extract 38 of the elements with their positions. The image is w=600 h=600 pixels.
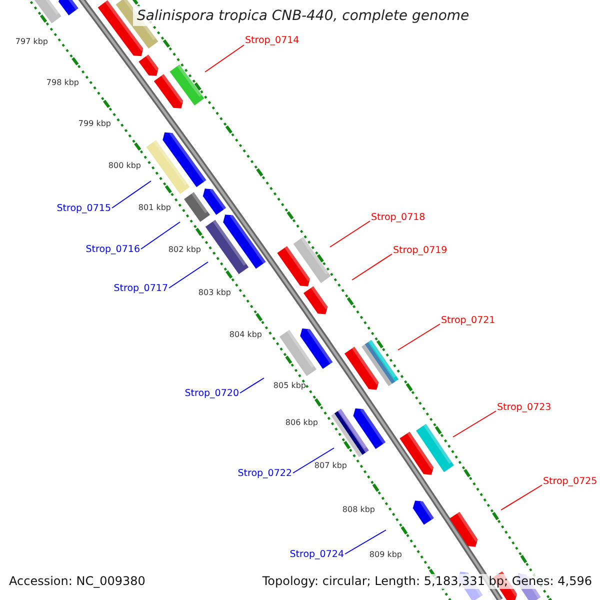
gene-label: Strop_0716: [86, 244, 140, 256]
tick-label: 804 kbp: [229, 330, 262, 340]
gene-label: Strop_0724: [290, 549, 344, 561]
accession-text: Accession: NC_009380: [9, 574, 146, 589]
tick-label: 802 kbp: [168, 245, 201, 255]
leader-line: [204, 44, 244, 72]
gene-label: Strop_0725: [543, 476, 598, 488]
tick-label: 797 kbp: [15, 37, 48, 47]
tick-label: 801 kbp: [138, 203, 171, 213]
tick-label: 800 kbp: [108, 161, 141, 171]
leader-line: [398, 324, 440, 350]
gene-label: Strop_0714: [245, 35, 300, 47]
leader-line: [240, 378, 264, 394]
leader-line: [112, 180, 152, 208]
gene-label: Strop_0719: [393, 245, 448, 257]
gene-label: Strop_0718: [371, 212, 426, 224]
leader-line: [500, 484, 542, 510]
leader-line: [140, 222, 180, 250]
tick-label: 798 kbp: [46, 78, 79, 88]
tick-label: 808 kbp: [342, 505, 375, 515]
gene-label: Strop_0715: [56, 203, 111, 215]
leader-line: [452, 410, 496, 438]
tick-label: 809 kbp: [369, 550, 402, 560]
tick-label: 803 kbp: [198, 288, 231, 298]
gene-label: Strop_0720: [184, 388, 239, 400]
gene-label: Strop_0722: [238, 468, 292, 480]
leader-line: [292, 448, 334, 474]
gene-label: Strop_0721: [441, 315, 496, 327]
leader-line: [352, 254, 392, 280]
tick-label: 806 kbp: [285, 418, 318, 428]
tick-label: 799 kbp: [78, 119, 111, 129]
leader-line: [168, 262, 208, 288]
leader-line: [330, 220, 370, 248]
gene-label: Strop_0717: [114, 283, 168, 295]
tick-label: 805 kbp: [273, 381, 306, 391]
leader-line: [344, 530, 386, 554]
gene-label: Strop_0723: [497, 402, 552, 414]
tick-label: 807 kbp: [314, 461, 347, 471]
